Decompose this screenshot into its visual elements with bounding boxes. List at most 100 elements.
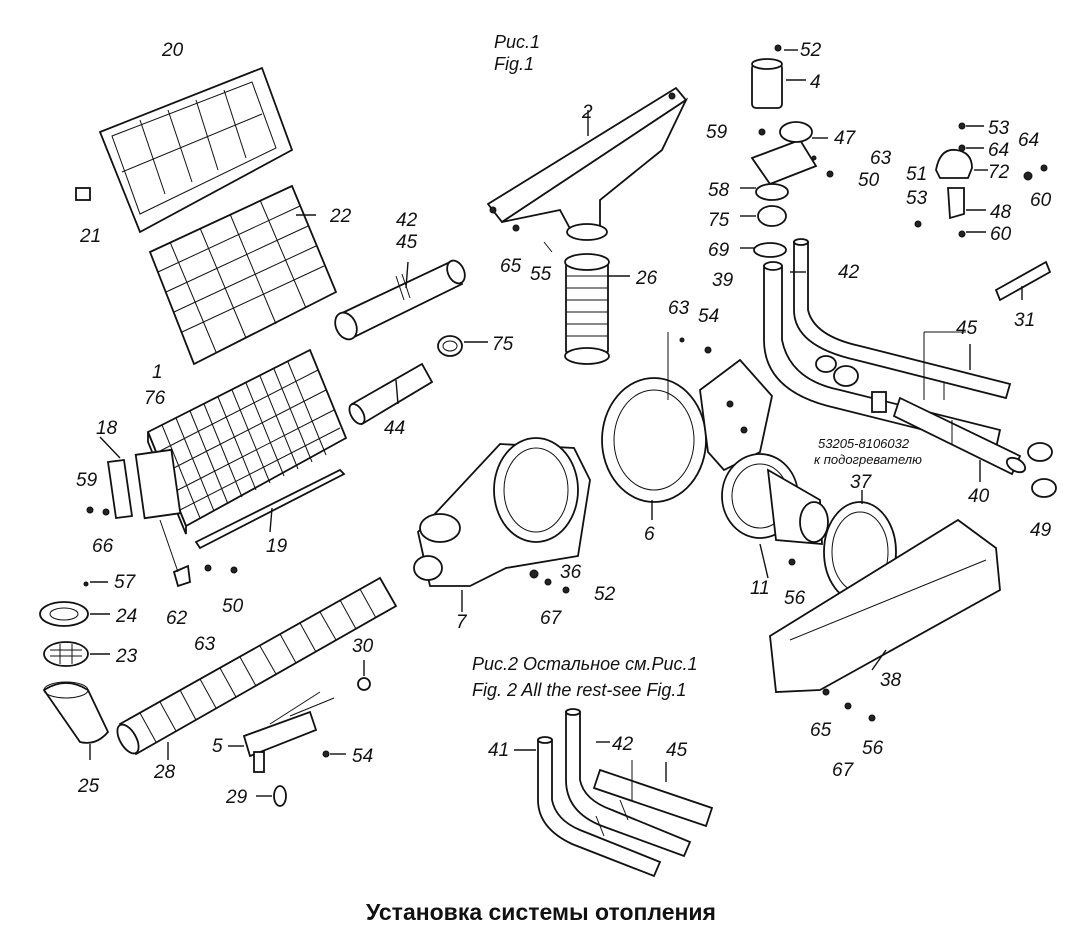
callout-37: 37 bbox=[850, 472, 873, 493]
part-54-screw-b bbox=[322, 750, 330, 758]
callout-41: 41 bbox=[488, 740, 509, 761]
part-60-nut-b bbox=[1040, 164, 1048, 172]
callout-19: 19 bbox=[266, 536, 288, 557]
part-55-bolt bbox=[543, 241, 553, 253]
callout-63a: 63 bbox=[194, 634, 216, 655]
part-11-fan-motor bbox=[721, 453, 829, 545]
part-25-nozzle bbox=[42, 681, 110, 744]
callout-45b: 45 bbox=[956, 318, 978, 339]
heater-tee bbox=[815, 355, 887, 413]
part-48-bracket bbox=[947, 187, 965, 220]
part-52-screw bbox=[562, 586, 570, 594]
part-50-bolt bbox=[826, 170, 834, 178]
part-69-ring bbox=[753, 242, 787, 258]
part-36-pin bbox=[529, 569, 539, 579]
callout-52b: 52 bbox=[800, 40, 822, 61]
callout-55: 55 bbox=[530, 264, 552, 285]
callout-67a: 67 bbox=[540, 608, 563, 629]
part-67-washer-b bbox=[844, 702, 852, 710]
part-53-bolt-b bbox=[914, 220, 922, 228]
callout-76: 76 bbox=[144, 388, 166, 409]
callout-4: 4 bbox=[810, 72, 821, 93]
part-63-washer-c bbox=[811, 155, 817, 161]
fig1-caption-ru: Рис.1 bbox=[494, 32, 540, 52]
fig2-caption-ru: Рис.2 Остальное см.Рис.1 bbox=[472, 654, 698, 674]
callout-28: 28 bbox=[153, 762, 176, 783]
callout-75b: 75 bbox=[708, 210, 730, 231]
callout-30: 30 bbox=[352, 636, 374, 657]
callout-45a: 45 bbox=[396, 232, 418, 253]
fig2-pipe-41 bbox=[537, 736, 662, 878]
callout-47: 47 bbox=[834, 128, 857, 149]
callout-50a: 50 bbox=[222, 596, 244, 617]
callout-31: 31 bbox=[1014, 310, 1035, 331]
callout-42b: 42 bbox=[838, 262, 860, 283]
part-2-air-duct bbox=[486, 86, 689, 241]
callout-6: 6 bbox=[644, 524, 655, 545]
part-7-heater-housing bbox=[413, 437, 591, 587]
callout-60b: 60 bbox=[1030, 190, 1052, 211]
part-49-fitting bbox=[1027, 442, 1057, 498]
part-42-hose bbox=[334, 259, 466, 341]
callout-69: 69 bbox=[708, 240, 730, 261]
part-5-lever bbox=[242, 691, 335, 773]
part-60-nut bbox=[958, 230, 966, 238]
callout-54a: 54 bbox=[352, 746, 373, 767]
part-53-bolt bbox=[958, 122, 966, 130]
callout-18: 18 bbox=[96, 418, 118, 439]
callout-63b: 63 bbox=[668, 298, 690, 319]
part-65-screw-b bbox=[822, 688, 830, 696]
part-40-pipe bbox=[892, 396, 1027, 476]
fig2-pipe-42 bbox=[565, 708, 692, 858]
part-6-blower-housing bbox=[601, 358, 773, 503]
part-26-corrugated-hose bbox=[564, 253, 610, 365]
part-56-screw bbox=[788, 558, 796, 566]
part-72-clamp bbox=[935, 148, 973, 179]
part-1-heater-core bbox=[134, 348, 348, 535]
callout-53a: 53 bbox=[988, 118, 1010, 139]
callout-45c: 45 bbox=[666, 740, 688, 761]
callout-63c: 63 bbox=[870, 148, 892, 169]
fig2-caption-en: Fig. 2 All the rest-see Fig.1 bbox=[472, 680, 686, 700]
callout-54b: 54 bbox=[698, 306, 719, 327]
part-75-clamp bbox=[437, 335, 463, 357]
part-66-washer bbox=[102, 508, 110, 516]
part-59-nut bbox=[86, 506, 94, 514]
part-50-bolt-b bbox=[230, 566, 238, 574]
part-30-nut bbox=[357, 677, 371, 691]
callout-36: 36 bbox=[560, 562, 582, 583]
diagram-title: Установка системы отопления bbox=[366, 899, 716, 925]
part-62-clip bbox=[172, 564, 191, 588]
callout-20: 20 bbox=[161, 40, 184, 61]
callout-65a: 65 bbox=[500, 256, 522, 277]
part-54-screw bbox=[704, 346, 712, 354]
fig2-pipe-45 bbox=[592, 768, 714, 828]
callout-38: 38 bbox=[880, 670, 902, 691]
part-18-bracket bbox=[106, 458, 134, 520]
callout-58: 58 bbox=[708, 180, 730, 201]
callout-23: 23 bbox=[115, 646, 138, 667]
callout-11: 11 bbox=[750, 578, 770, 599]
callout-22: 22 bbox=[329, 206, 352, 227]
part-20-filter-frame bbox=[98, 66, 294, 234]
callout-42c: 42 bbox=[612, 734, 634, 755]
part-67-washer bbox=[544, 578, 552, 586]
part-75-clamp-b bbox=[757, 205, 787, 227]
part-57-screw bbox=[83, 581, 89, 587]
callout-2: 2 bbox=[581, 102, 593, 123]
part-38-cover bbox=[769, 518, 1001, 693]
note-to-heater: к подогревателю bbox=[814, 452, 922, 467]
callout-66: 66 bbox=[92, 536, 114, 557]
callout-42a: 42 bbox=[396, 210, 418, 231]
part-28-corrugated-hose bbox=[116, 576, 398, 756]
part-29-knob bbox=[273, 785, 287, 807]
callout-65b: 65 bbox=[810, 720, 832, 741]
callout-51: 51 bbox=[906, 164, 927, 185]
part-58-collar bbox=[755, 183, 789, 201]
callout-64a: 64 bbox=[988, 140, 1009, 161]
part-24-flange bbox=[39, 601, 89, 627]
callout-60a: 60 bbox=[990, 224, 1012, 245]
callout-64b: 64 bbox=[1018, 130, 1039, 151]
callout-1: 1 bbox=[152, 362, 163, 383]
part-31-strip bbox=[994, 260, 1052, 302]
